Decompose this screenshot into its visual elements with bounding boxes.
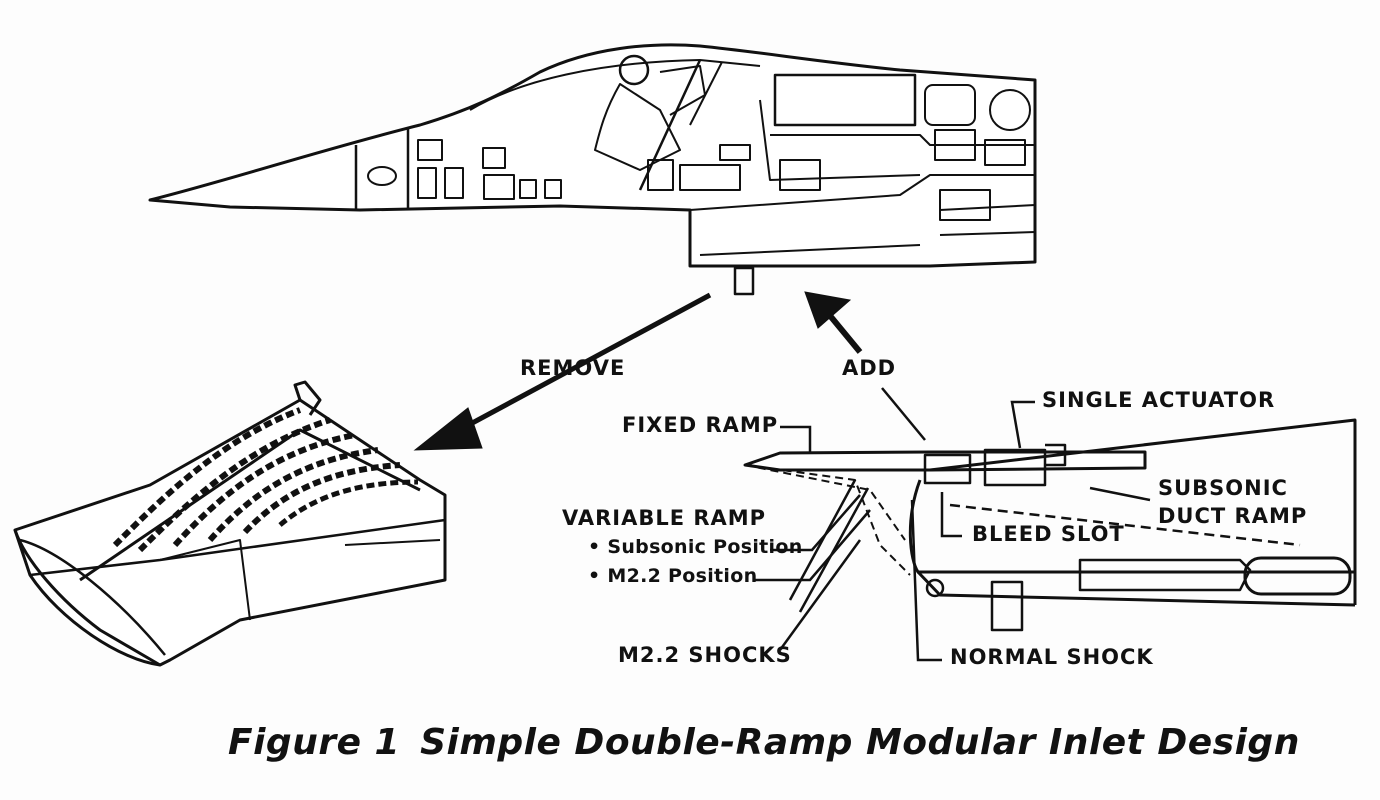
leader-lines	[755, 387, 1151, 662]
new-inlet-section	[743, 418, 1357, 632]
m22-position-label: • M2.2 Position	[588, 565, 758, 587]
add-label: ADD	[842, 356, 897, 380]
subsonic-label: SUBSONIC	[1158, 476, 1288, 500]
bleed-slot-label: BLEED SLOT	[972, 522, 1125, 546]
subsonic-position-label: • Subsonic Position	[588, 536, 803, 558]
remove-arrow	[413, 292, 712, 451]
duct-ramp-label: DUCT RAMP	[1158, 504, 1308, 528]
variable-ramp-label: VARIABLE RAMP	[562, 506, 767, 530]
m22-shocks-label: M2.2 SHOCKS	[618, 643, 792, 667]
removed-inlet-module	[13, 380, 447, 667]
single-actuator-label: SINGLE ACTUATOR	[1042, 388, 1276, 412]
normal-shock-label: NORMAL SHOCK	[950, 645, 1154, 669]
remove-label: REMOVE	[520, 356, 626, 380]
figure-number: Figure 1	[228, 722, 401, 763]
fixed-ramp-label: FIXED RAMP	[622, 413, 779, 437]
aircraft-forward-fuselage	[148, 43, 1037, 296]
figure-title: Simple Double-Ramp Modular Inlet Design	[420, 722, 1300, 763]
add-arrow	[804, 291, 863, 354]
figure-caption: Figure 1 Simple Double-Ramp Modular Inlet…	[228, 722, 1300, 763]
